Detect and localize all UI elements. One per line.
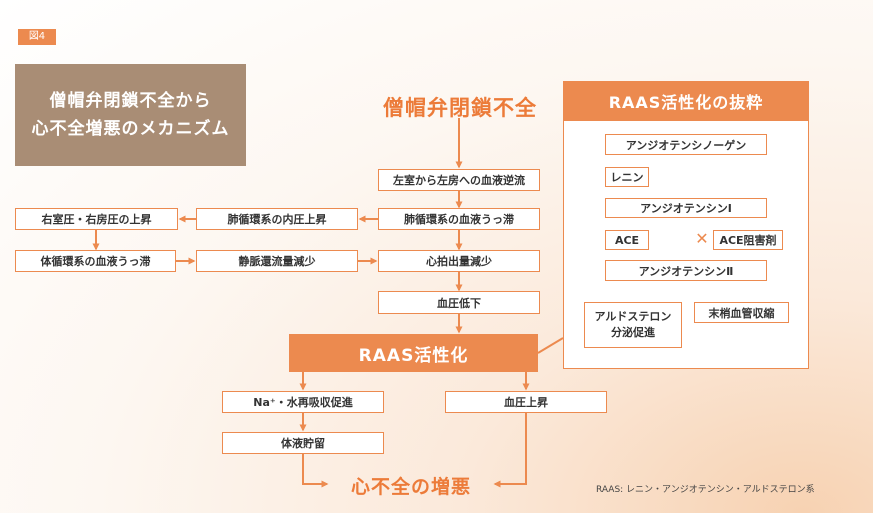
bp-rise-box: 血圧上昇 — [445, 391, 607, 413]
venous-return-box: 静脈還流量減少 — [196, 250, 358, 272]
footnote: RAAS: レニン・アンジオテンシン・アルドステロン系 — [596, 485, 815, 495]
pulmonary-congestion-box: 肺循環系の血液うっ滞 — [378, 208, 540, 230]
title-line-2: 心不全増悪のメカニズム — [31, 119, 230, 139]
vasoconstriction-box: 末梢血管収縮 — [694, 302, 789, 323]
angiotensinogen-box: アンジオテンシノーゲン — [605, 134, 767, 155]
diagram-title: 僧帽弁閉鎖不全から 心不全増悪のメカニズム — [15, 64, 246, 166]
bp-drop-box: 血圧低下 — [378, 291, 540, 314]
right-pressure-box: 右室圧・右房圧の上昇 — [15, 208, 178, 230]
aldosterone-line-1: アルドステロン — [594, 310, 672, 323]
raas-panel-header: RAAS活性化の抜粋 — [563, 81, 809, 121]
angiotensin-2-box: アンジオテンシンⅡ — [605, 260, 767, 281]
na-water-reabsorption-box: Na⁺・水再吸収促進 — [222, 391, 384, 413]
block-cross-icon: ✕ — [695, 229, 709, 248]
figure-label: 図4 — [18, 29, 56, 45]
regurgitation-box: 左室から左房への血液逆流 — [378, 169, 540, 191]
ace-box: ACE — [605, 230, 649, 250]
renin-box: レニン — [605, 167, 649, 187]
aldosterone-box: アルドステロン 分泌促進 — [584, 302, 682, 348]
systemic-congestion-box: 体循環系の血液うっ滞 — [15, 250, 176, 272]
raas-activation-bar: RAAS活性化 — [289, 334, 538, 372]
cardiac-output-box: 心拍出量減少 — [378, 250, 540, 272]
heart-failure-worsening: 心不全の増悪 — [350, 476, 471, 498]
pulmonary-pressure-box: 肺循環系の内圧上昇 — [196, 208, 358, 230]
aldosterone-line-2: 分泌促進 — [611, 326, 655, 339]
angiotensin-1-box: アンジオテンシンⅠ — [605, 198, 767, 218]
ace-inhibitor-box: ACE阻害剤 — [713, 230, 783, 250]
start-node-mitral-regurgitation: 僧帽弁閉鎖不全 — [383, 96, 537, 120]
title-line-1: 僧帽弁閉鎖不全から — [49, 91, 212, 111]
fluid-retention-box: 体液貯留 — [222, 432, 384, 454]
